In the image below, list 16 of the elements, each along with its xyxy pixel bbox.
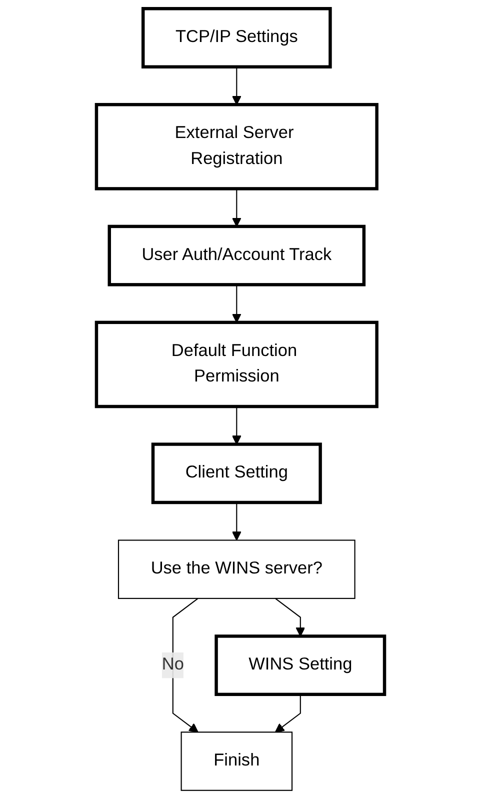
edge-label: No xyxy=(162,656,184,674)
arrow xyxy=(232,66,242,106)
arrow xyxy=(275,598,306,637)
arrow xyxy=(232,188,242,227)
node-box: WINS Setting xyxy=(214,634,386,696)
arrow xyxy=(274,694,301,733)
arrow xyxy=(232,502,242,541)
node-box: Use the WINS server? xyxy=(118,540,356,599)
node-box: Finish xyxy=(180,732,293,791)
node-box: External Server Registration xyxy=(94,102,378,190)
node-box: TCP/IP Settings xyxy=(141,7,332,68)
node-box: Client Setting xyxy=(151,442,322,504)
arrow xyxy=(232,406,242,445)
arrow xyxy=(232,284,242,323)
node-box: Default Function Permission xyxy=(94,320,378,408)
node-box: User Auth/Account Track xyxy=(108,224,366,286)
